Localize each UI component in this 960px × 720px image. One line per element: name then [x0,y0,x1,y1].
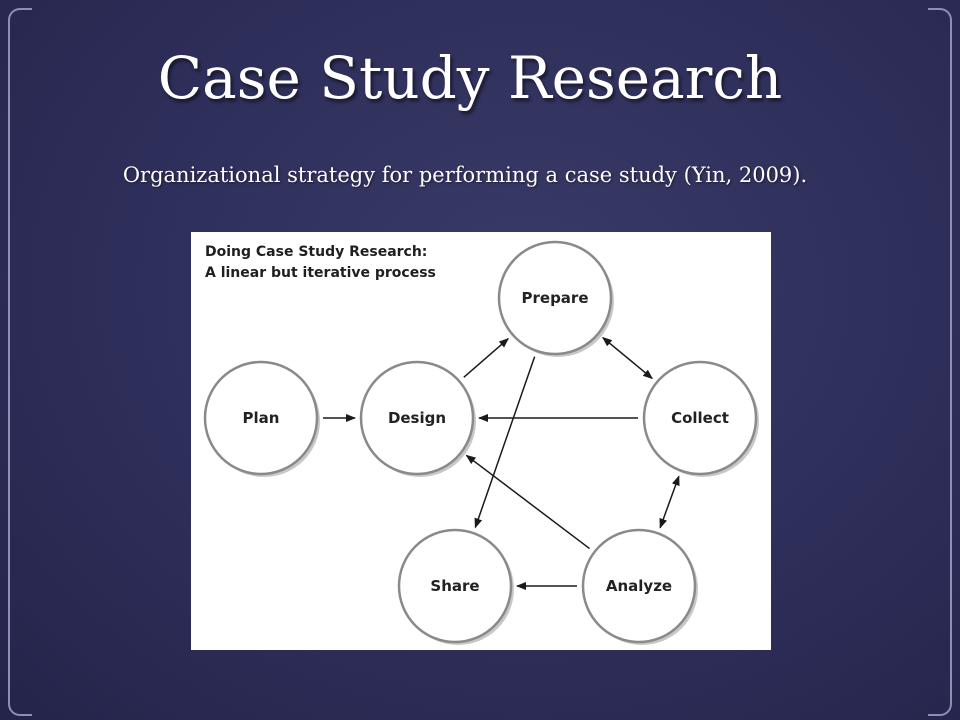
diagram-heading-line-1: Doing Case Study Research: [205,244,428,260]
slide-subtitle: Organizational strategy for performing a… [122,163,808,187]
process-diagram: Doing Case Study Research: A linear but … [191,232,771,650]
node-circle-analyze [581,528,697,644]
arrow-analyze-to-design [465,454,591,550]
arrow-prepare-to-share [474,356,536,529]
node-analyze: Analyze [581,528,698,645]
arrow-prepare-to-collect [601,336,654,380]
node-prepare: Prepare [497,240,614,357]
node-circle-collect [642,360,758,476]
arrow-collect-to-analyze [659,475,680,529]
node-collect: Collect [642,360,759,477]
right-frame-bracket [928,8,952,716]
slide-title: Case Study Research [157,44,783,112]
diagram-heading-line-2: A linear but iterative process [205,265,436,281]
node-share: Share [397,528,514,645]
node-circle-share [397,528,513,644]
node-label-design: Design [388,409,446,427]
node-label-collect: Collect [671,409,729,427]
node-label-analyze: Analyze [606,577,672,595]
diagram-heading: Doing Case Study Research: A linear but … [205,242,436,284]
left-frame-bracket [8,8,32,716]
node-label-prepare: Prepare [522,289,589,307]
node-circle-design [359,360,475,476]
node-design: Design [359,360,476,477]
arrow-design-to-prepare [463,338,509,378]
node-label-share: Share [430,577,479,595]
node-label-plan: Plan [243,409,280,427]
node-plan: Plan [203,360,320,477]
node-circle-plan [203,360,319,476]
node-circle-prepare [497,240,613,356]
